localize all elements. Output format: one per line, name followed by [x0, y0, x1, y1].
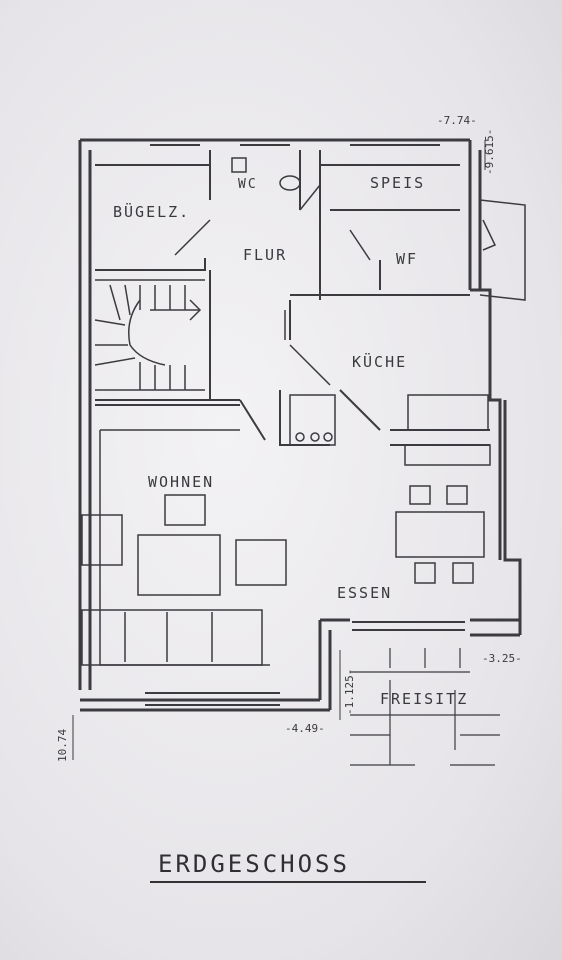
- title-underline: [150, 881, 426, 883]
- dimension-label: 10.74: [56, 728, 69, 762]
- side-balcony: [479, 199, 526, 301]
- outer-walls: [78, 138, 522, 712]
- room-label-flur: FLUR: [243, 246, 288, 264]
- drawing-title: ERDGESCHOSS: [158, 850, 350, 878]
- room-label-wc: WC: [238, 177, 258, 192]
- wc-fixtures: [231, 157, 301, 191]
- room-label-freisitz: FREISITZ: [380, 690, 469, 708]
- room-label-wf: WF: [396, 250, 419, 268]
- room-label-kueche: KÜCHE: [352, 353, 408, 371]
- room-label-buegelz: BÜGELZ.: [113, 203, 191, 221]
- room-label-speis: SPEIS: [370, 174, 426, 192]
- room-label-essen: ESSEN: [337, 584, 393, 602]
- terrace-grid: [350, 648, 500, 766]
- interior-walls: [95, 150, 490, 446]
- dimension-label: -7.74-: [437, 114, 477, 127]
- dimension-label: -1.125-: [343, 668, 356, 715]
- dimension-label: -9.615-: [483, 128, 496, 175]
- dimension-label: -3.25-: [482, 652, 522, 665]
- door-swings: [174, 184, 371, 386]
- dimension-lines: [72, 140, 486, 760]
- room-label-wohnen: WOHNEN: [148, 473, 215, 491]
- bottom-window: [145, 621, 465, 706]
- living-furniture: [81, 429, 287, 666]
- dining-furniture: [395, 485, 485, 584]
- dimension-label: -4.49-: [285, 722, 325, 735]
- kitchen-counter: [284, 310, 491, 466]
- staircase: [94, 279, 205, 391]
